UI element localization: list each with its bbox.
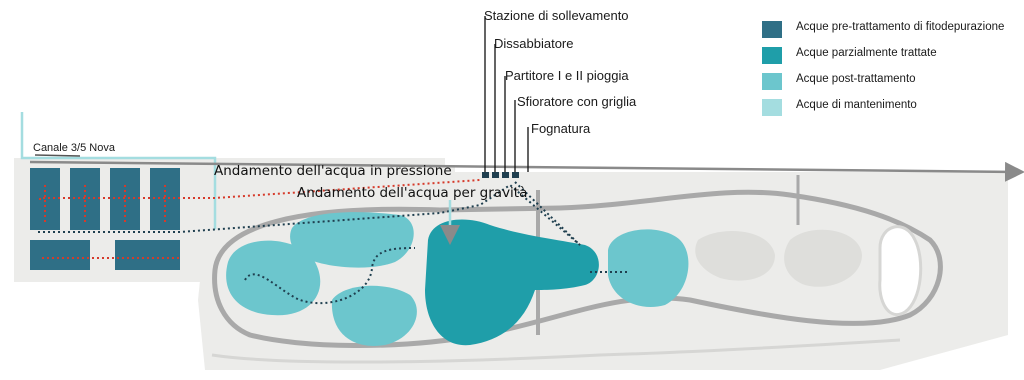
basin-6: [115, 240, 180, 270]
gravity-flow-path-2: [514, 181, 581, 246]
label-canal: Canale 3/5 Nova: [33, 142, 115, 154]
main-channel: [29, 160, 1024, 182]
legend-label: Acque parzialmente trattate: [796, 47, 937, 59]
label-lifting-station: Stazione di sollevamento: [484, 8, 629, 23]
label-overflow-screen: Sfioratore con griglia: [517, 94, 637, 109]
legend-label: Acque pre-trattamento di fitodepurazione: [796, 21, 1005, 33]
legend-item: Acque pre-trattamento di fitodepurazione: [762, 18, 1024, 44]
infrastructure-markers: [482, 16, 529, 178]
legend: Acque pre-trattamento di fitodepurazione…: [762, 18, 1024, 122]
pond-post-right: [608, 229, 689, 307]
legend-swatch: [762, 47, 782, 64]
label-pressure-flow: Andamento dell'acqua in pressione: [214, 163, 452, 179]
pond-post-bottom: [331, 285, 417, 346]
legend-label: Acque post-trattamento: [796, 73, 916, 85]
canal-line: [34, 154, 81, 157]
label-sand-trap: Dissabbiatore: [494, 36, 574, 51]
label-sewer: Fognatura: [531, 121, 591, 136]
label-rain-splitter: Partitore I e II pioggia: [505, 68, 629, 83]
basin-5: [30, 240, 90, 270]
legend-label: Acque di mantenimento: [796, 99, 917, 111]
pressure-flow-path: [39, 179, 481, 200]
gravity-flow-path-ponds: [244, 247, 416, 305]
pond-post-left: [226, 240, 321, 316]
label-gravity-flow: Andamento dell'acqua per gravità: [297, 185, 528, 201]
ponds: [226, 212, 862, 346]
legend-swatch: [762, 99, 782, 116]
gravity-flow-lines: [38, 181, 630, 305]
pre-treatment-basins: [30, 168, 180, 270]
legend-item: Acque parzialmente trattate: [762, 44, 1024, 70]
park-path-lower: [211, 338, 901, 364]
pond-maintenance-2: [784, 229, 862, 287]
pressure-flow-lines: [39, 179, 481, 259]
park-inner-loop: [878, 225, 923, 316]
legend-item: Acque post-trattamento: [762, 70, 1024, 96]
pond-maintenance-1: [695, 231, 775, 281]
legend-swatch: [762, 21, 782, 38]
legend-item: Acque di mantenimento: [762, 96, 1024, 122]
pond-partial-main: [425, 219, 599, 346]
legend-swatch: [762, 73, 782, 90]
pond-post-top: [290, 212, 414, 268]
